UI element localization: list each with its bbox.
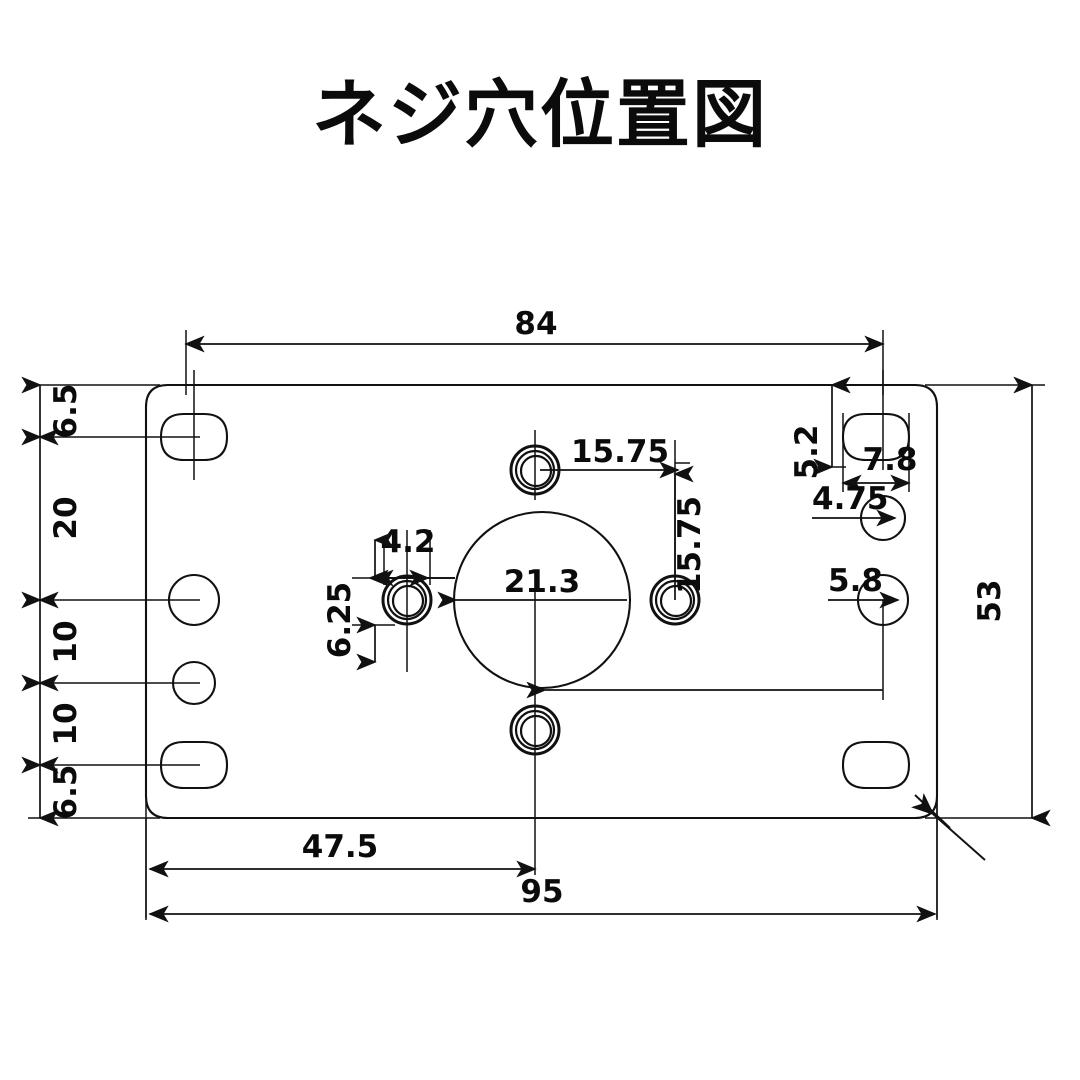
dim-bottom-group: 47.5 95	[145, 790, 938, 923]
dim-7-8-group: 7.8	[841, 413, 918, 492]
dim-15-75-h-group: 15.75	[540, 434, 690, 479]
dim-4-75: 4.75	[812, 481, 889, 517]
left-dimension-chain: 6.5 20 10 10 6.5	[21, 376, 200, 827]
dim-21-3-group: 21.3	[437, 564, 627, 609]
dim-53: 53	[972, 579, 1008, 622]
dim-15-75-v-group: 15.75	[672, 465, 708, 600]
dim-4-75-group: 4.75	[812, 481, 897, 527]
dim-10-upper: 10	[48, 620, 84, 663]
dim-53-group: 53	[925, 376, 1051, 827]
dim-6-5-top: 6.5	[48, 384, 84, 439]
dim-47-5: 47.5	[302, 829, 379, 865]
dim-4-2: 4.2	[381, 524, 436, 560]
dim-15-75-v: 15.75	[672, 496, 708, 594]
dim-6-5-bottom: 6.5	[48, 765, 84, 820]
dim-5-2-group: 5.2	[789, 376, 851, 480]
dim-6-25-group: 6.25	[322, 531, 395, 671]
page-title: ネジ穴位置図	[312, 72, 768, 158]
dim-7-8: 7.8	[863, 442, 918, 478]
dim-6-25: 6.25	[322, 582, 358, 659]
dim-95: 95	[520, 874, 563, 910]
plate-outline	[144, 383, 939, 820]
dim-84-group: 84	[184, 306, 885, 395]
left-slot-top	[159, 412, 229, 462]
dim-5-8-group: 5.8	[828, 563, 900, 609]
left-slot-bottom	[159, 740, 229, 790]
corner-callout-leader	[911, 793, 986, 861]
dim-10-lower: 10	[48, 702, 84, 745]
dim-20: 20	[48, 496, 84, 539]
right-slot-bottom	[841, 740, 911, 790]
dim-5-8: 5.8	[828, 563, 883, 599]
dim-5-2: 5.2	[789, 425, 825, 480]
dim-84: 84	[514, 306, 557, 342]
dim-15-75-h: 15.75	[571, 434, 669, 470]
dim-21-3: 21.3	[504, 564, 581, 600]
